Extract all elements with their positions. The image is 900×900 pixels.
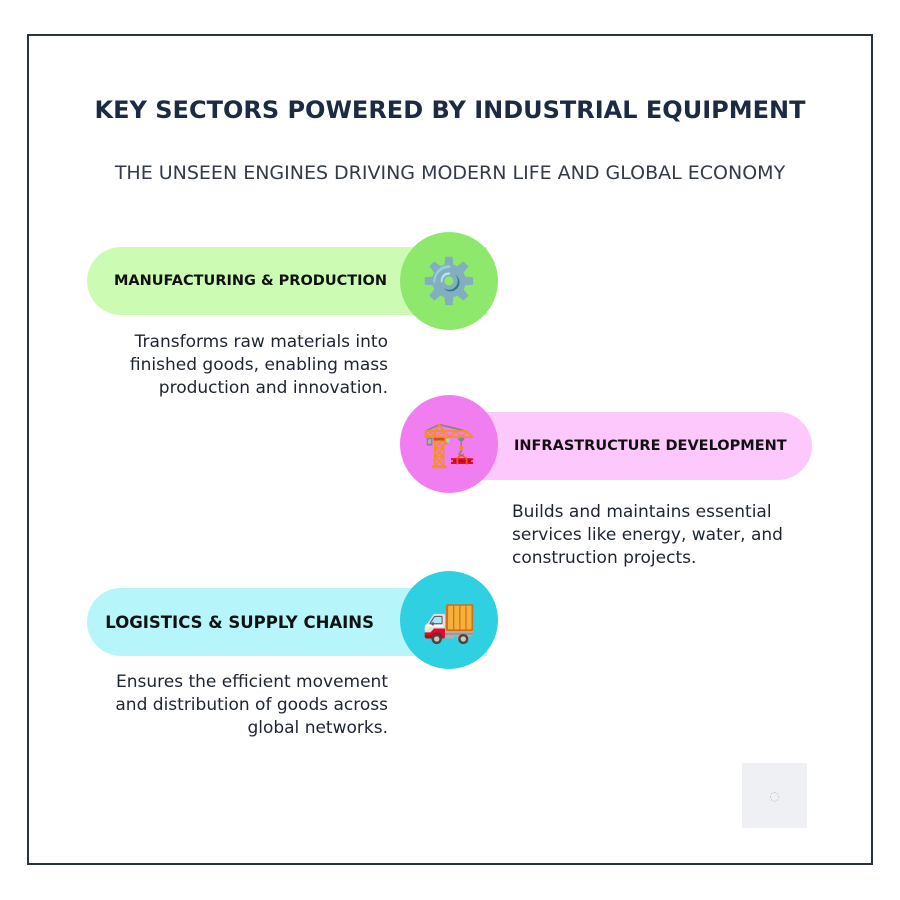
sector-description: Transforms raw materials into finished g… xyxy=(129,332,388,398)
crane-icon: 🏗️ xyxy=(400,395,498,493)
sector-label: MANUFACTURING & PRODUCTION xyxy=(114,273,387,289)
sector-description: Ensures the efficient movement and distr… xyxy=(115,672,388,738)
truck-icon: 🚚 xyxy=(400,571,498,669)
frame xyxy=(27,34,873,865)
sector-pill-infrastructure: INFRASTRUCTURE DEVELOPMENT xyxy=(450,412,812,480)
page-title: KEY SECTORS POWERED BY INDUSTRIAL EQUIPM… xyxy=(94,96,806,124)
sector-label: INFRASTRUCTURE DEVELOPMENT xyxy=(514,438,787,454)
sector-description: Builds and maintains essential services … xyxy=(512,502,783,568)
page-subtitle: THE UNSEEN ENGINES DRIVING MODERN LIFE A… xyxy=(114,162,786,184)
sector-label: LOGISTICS & SUPPLY CHAINS xyxy=(105,612,374,632)
watermark-logo: ◌ xyxy=(742,763,807,828)
gear-icon: ⚙️ xyxy=(400,232,498,330)
